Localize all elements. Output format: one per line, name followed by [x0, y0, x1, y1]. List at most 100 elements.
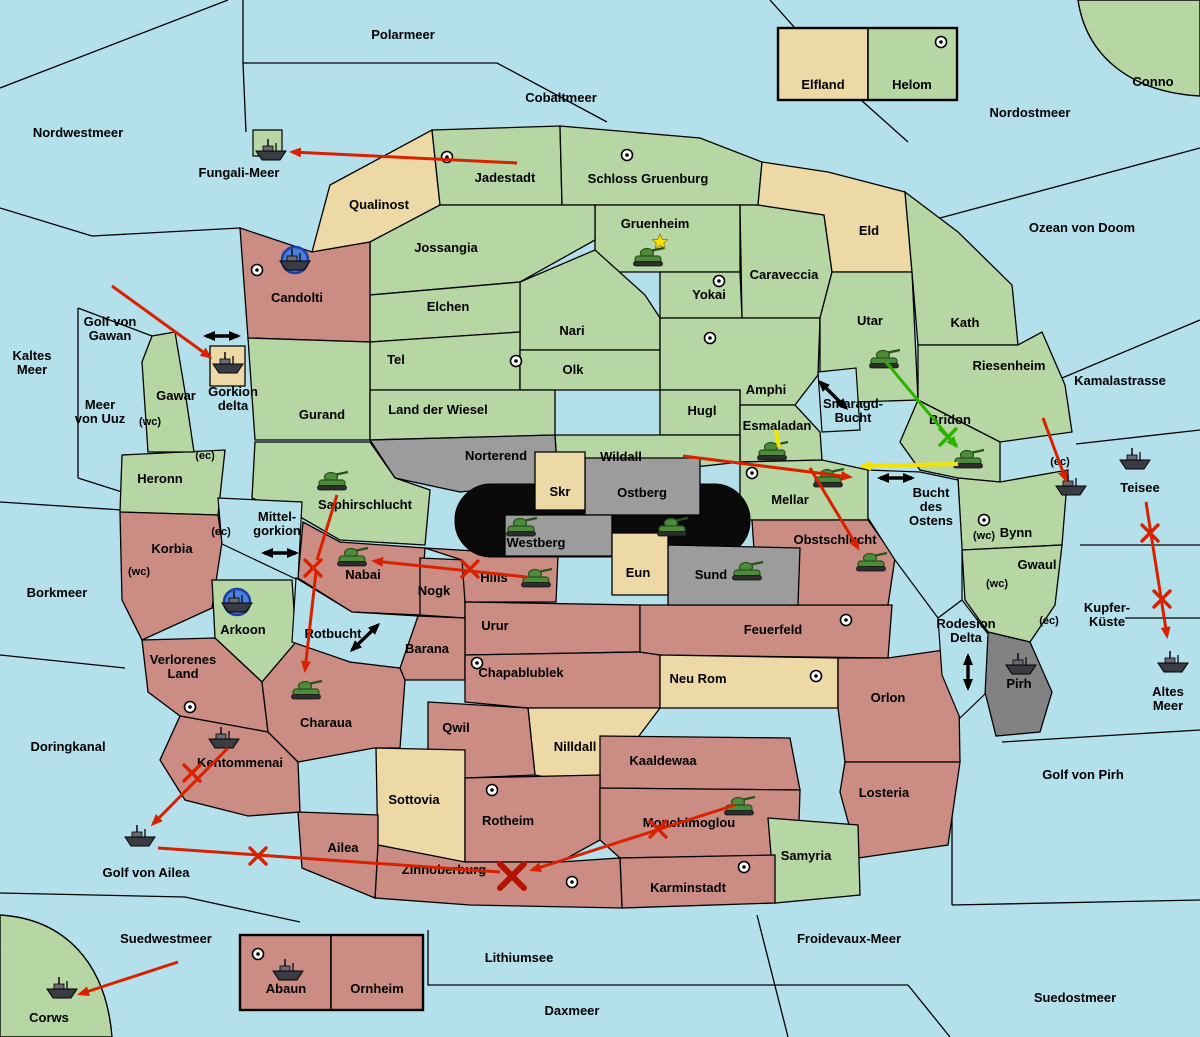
- army-unit-icon[interactable]: [657, 516, 689, 537]
- territory-gurand[interactable]: [247, 337, 371, 441]
- sea-label-nordwestmeer: Nordwestmeer: [33, 125, 123, 140]
- territory-chapablublek[interactable]: [464, 651, 661, 709]
- legend-north: Elfland Helom: [776, 26, 959, 102]
- territory-label-jossangia: Jossangia: [414, 240, 478, 255]
- territory-label-skr: Skr: [550, 484, 571, 499]
- territory-label-saphirschlucht: Saphirschlucht: [318, 497, 413, 512]
- red-move-arrow: [682, 454, 853, 481]
- territory-label-kath: Kath: [951, 315, 980, 330]
- territory-label-eld: Eld: [859, 223, 879, 238]
- yellow-move-arrow: [859, 460, 959, 471]
- legend-label-abaun: Abaun: [266, 981, 307, 996]
- sea-label-rotbucht: Rotbucht: [304, 626, 362, 641]
- territory-corws[interactable]: [0, 914, 113, 1037]
- red-move-arrow: [77, 960, 179, 996]
- army-unit-icon[interactable]: [317, 470, 349, 491]
- bounce-x-mark: [182, 763, 202, 783]
- territory-caraveccia[interactable]: [739, 204, 833, 319]
- territory-label-karminstadt: Karminstadt: [650, 880, 727, 895]
- dislodged-unit-disc[interactable]: [221, 587, 253, 617]
- red-move-arrow: [529, 803, 736, 873]
- fleet-unit-icon[interactable]: [1119, 448, 1151, 470]
- bounce-x-mark: [648, 819, 668, 839]
- sea-label-mittelgorkion: Mittel-gorkion: [253, 509, 301, 538]
- territory-zinnoberburg[interactable]: [374, 844, 623, 909]
- territory-label-urur: Urur: [481, 618, 508, 633]
- army-unit-icon[interactable]: [506, 516, 538, 537]
- territory-label-candolti: Candolti: [271, 290, 323, 305]
- fleet-unit-icon[interactable]: [212, 352, 244, 374]
- red-move-arrow: [371, 556, 528, 579]
- territory-mellar[interactable]: [739, 459, 869, 521]
- bounce-x-mark: [303, 558, 323, 578]
- fleet-unit-icon[interactable]: [1157, 651, 1189, 673]
- territory-label-amphi: Amphi: [746, 382, 786, 397]
- army-unit-icon[interactable]: [953, 448, 985, 469]
- territory-label-korbia: Korbia: [151, 541, 193, 556]
- territory-label-arkoon: Arkoon: [220, 622, 266, 637]
- red-move-arrow: [150, 746, 230, 827]
- army-unit-icon[interactable]: [521, 567, 553, 588]
- army-unit-icon[interactable]: [633, 246, 665, 267]
- red-move-arrow: [1041, 417, 1068, 483]
- territory-korbia[interactable]: [119, 511, 223, 641]
- territory-jadestadt[interactable]: [431, 125, 563, 206]
- territory-label-qwil: Qwil: [442, 720, 469, 735]
- sea-label-fungali-meer: Fungali-Meer: [199, 165, 280, 180]
- sea-label-froidevaux-meer: Froidevaux-Meer: [797, 931, 901, 946]
- strait-double-arrow: [817, 379, 849, 411]
- red-move-arrow: [315, 494, 339, 561]
- capital-star-icon: [651, 232, 669, 250]
- territory-label-norterend: Norterend: [465, 448, 527, 463]
- legend-label-helom: Helom: [892, 77, 932, 92]
- sea-label-golf-von-pirh: Golf von Pirh: [1042, 767, 1124, 782]
- sea-label-doringkanal: Doringkanal: [30, 739, 105, 754]
- red-move-arrow: [808, 467, 860, 551]
- army-unit-icon[interactable]: [856, 551, 888, 572]
- territory-label-hugl: Hugl: [688, 403, 717, 418]
- territory-label-gwaul: Gwaul: [1017, 557, 1056, 572]
- territory-label-ailea: Ailea: [327, 840, 359, 855]
- red-move-arrow: [301, 571, 318, 673]
- territory-label-eun: Eun: [626, 565, 651, 580]
- territory-label-jadestadt: Jadestadt: [475, 170, 536, 185]
- territory-losteria[interactable]: [839, 761, 961, 859]
- fleet-unit-icon[interactable]: [46, 977, 78, 999]
- army-unit-icon[interactable]: [757, 440, 789, 461]
- fleet-unit-icon[interactable]: [124, 825, 156, 847]
- territory-label-pirh: Pirh: [1006, 676, 1031, 691]
- supply-center-icon: [485, 783, 499, 797]
- army-unit-icon[interactable]: [291, 679, 323, 700]
- army-unit-icon[interactable]: [732, 560, 764, 581]
- territory-eun[interactable]: [611, 532, 669, 596]
- supply-center-icon: [934, 35, 948, 49]
- coast-label: (ec): [195, 450, 215, 462]
- sea-label-ozean-von-doom: Ozean von Doom: [1029, 220, 1135, 235]
- fleet-unit-icon[interactable]: [255, 139, 287, 161]
- territory-label-barana: Barana: [405, 641, 450, 656]
- territory-olk[interactable]: [519, 349, 661, 391]
- army-unit-icon[interactable]: [813, 467, 845, 488]
- fleet-unit-icon[interactable]: [208, 727, 240, 749]
- bounce-x-mark: [1152, 589, 1172, 609]
- territory-label-heronn: Heronn: [137, 471, 183, 486]
- territory-label-neu-rom: Neu Rom: [669, 671, 726, 686]
- territory-skr[interactable]: [534, 451, 586, 511]
- legend-label-elfland: Elfland: [801, 77, 844, 92]
- fleet-unit-icon[interactable]: [279, 249, 311, 271]
- territory-label-gruenheim: Gruenheim: [621, 216, 690, 231]
- fleet-unit-icon[interactable]: [1005, 653, 1037, 675]
- dislodged-unit-disc[interactable]: [279, 245, 311, 275]
- territory-label-riesenheim: Riesenheim: [973, 358, 1046, 373]
- supply-center-icon: [703, 331, 717, 345]
- fleet-unit-icon[interactable]: [221, 591, 253, 613]
- territory-rotheim[interactable]: [464, 774, 601, 863]
- army-unit-icon[interactable]: [337, 546, 369, 567]
- fleet-unit-icon[interactable]: [1055, 474, 1087, 496]
- territory-label-bynn: Bynn: [1000, 525, 1033, 540]
